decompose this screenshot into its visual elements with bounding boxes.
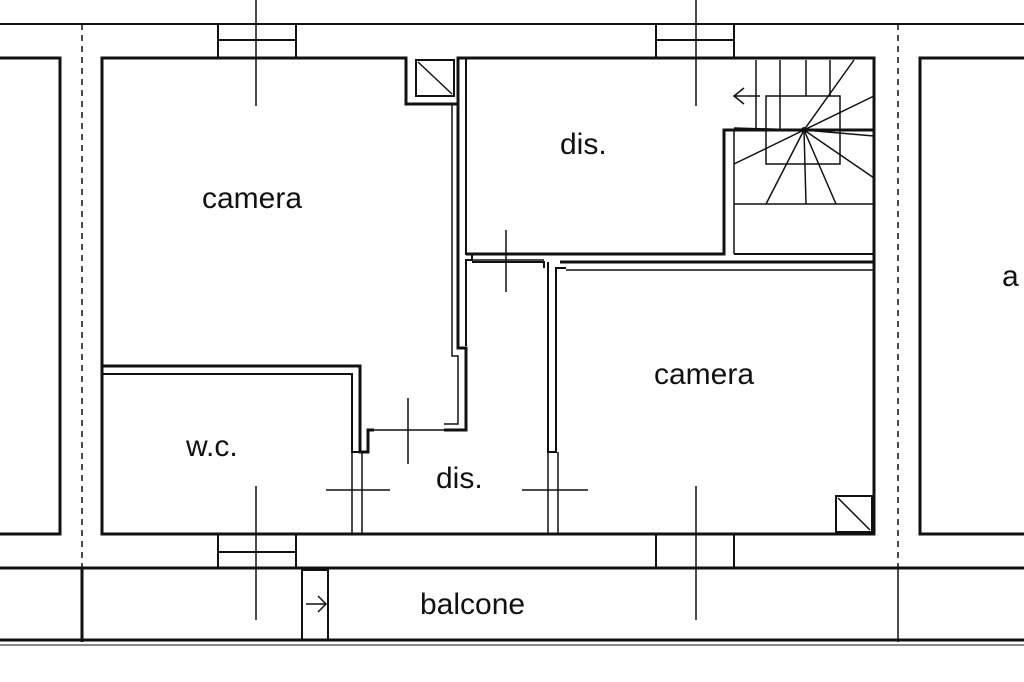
wall-wc-top <box>102 373 360 453</box>
wall-hall-right <box>547 262 566 453</box>
wall-camera-left-right <box>444 104 468 432</box>
door-mark-hall <box>472 230 544 292</box>
neighbor-right-wall <box>918 56 1024 536</box>
neighbor-left-wall <box>0 56 62 536</box>
balcony-door <box>301 569 329 641</box>
wall-hall-left <box>465 58 473 346</box>
door-mark-left <box>374 398 444 464</box>
shaft-top <box>415 59 455 97</box>
stair-center <box>801 127 807 133</box>
wall-camera-left-right-inner <box>444 104 459 425</box>
room-label-dis-top: dis. <box>560 128 607 161</box>
room-label-neighbor: a <box>1002 260 1019 293</box>
shaft-bottom <box>835 495 873 533</box>
room-label-camera-left: camera <box>202 182 303 215</box>
wall-dis-bottom-inner <box>472 261 545 268</box>
jamb-wc <box>351 452 363 534</box>
unit-outer-wall <box>100 56 876 536</box>
wall-camera-left-bottom <box>102 364 374 454</box>
room-label-camera-right: camera <box>654 358 755 391</box>
jamb-hall <box>547 452 559 534</box>
room-label-balcony: balcone <box>420 588 526 621</box>
room-label-wc: w.c. <box>186 430 238 463</box>
staircase <box>724 59 875 205</box>
room-label-dis-hall: dis. <box>436 462 483 495</box>
window-bottom-right <box>655 533 735 569</box>
